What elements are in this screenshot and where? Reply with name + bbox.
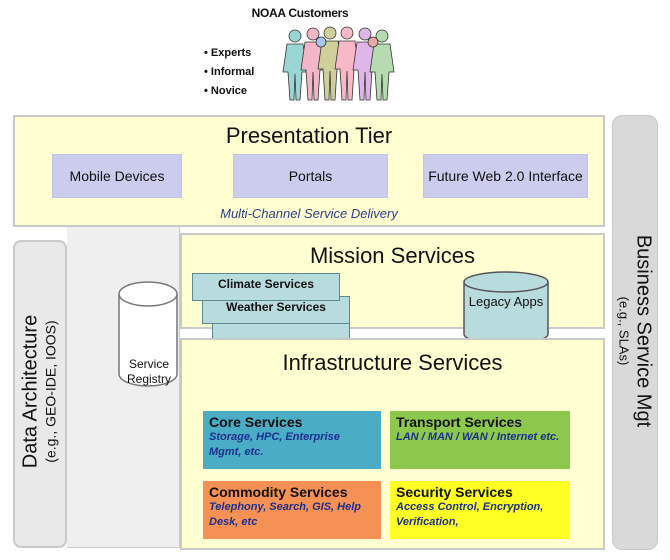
core-services-box: Core Services Storage, HPC, Enterprise M… — [203, 411, 381, 469]
business-service-text: Business Service Mgt (e.g., SLAs) — [617, 114, 655, 549]
data-architecture-title: Data Architecture — [19, 314, 42, 469]
portals-box: Portals — [233, 154, 388, 198]
core-services-desc: Storage, HPC, Enterprise Mgmt, etc. — [209, 431, 340, 458]
data-architecture-bar: Data Architecture (e.g., GEO-IDE, IOOS) — [13, 240, 67, 548]
business-service-title: Business Service Mgt — [632, 234, 655, 428]
mission-services-title: Mission Services — [309, 243, 476, 268]
data-architecture-subtitle: (e.g., GEO-IDE, IOOS) — [42, 320, 59, 463]
future-web-interface-box: Future Web 2.0 Interface — [423, 154, 588, 198]
customers-title: NOAA Customers — [251, 6, 349, 20]
business-service-subtitle: (e.g., SLAs) — [616, 296, 632, 366]
commodity-services-desc: Telephony, Search, GIS, Help Desk, etc — [209, 501, 362, 528]
people-group-icon — [282, 26, 395, 101]
mobile-devices-box: Mobile Devices — [52, 154, 182, 198]
legacy-apps-cylinder-icon — [463, 271, 549, 345]
legacy-apps-label: Legacy Apps — [468, 294, 544, 309]
service-registry-cylinder-icon — [118, 281, 178, 387]
customer-type-experts: Experts — [204, 44, 254, 63]
presentation-tier: Presentation Tier Mobile Devices Portals… — [13, 115, 605, 227]
security-services-desc: Access Control, Encryption, Verification… — [396, 501, 544, 528]
transport-services-title: Transport Services — [396, 414, 523, 430]
customer-types-list: Experts Informal Novice — [204, 44, 254, 101]
customer-type-novice: Novice — [204, 82, 254, 101]
core-services-title: Core Services — [209, 414, 303, 430]
business-service-mgt-bar: Business Service Mgt (e.g., SLAs) — [612, 115, 658, 550]
presentation-tier-title: Presentation Tier — [225, 123, 393, 148]
multi-channel-delivery-label: Multi-Channel Service Delivery — [220, 206, 398, 221]
security-services-title: Security Services — [396, 484, 513, 500]
registry-column — [67, 227, 180, 548]
transport-services-box: Transport Services LAN / MAN / WAN / Int… — [390, 411, 570, 469]
commodity-services-title: Commodity Services — [209, 484, 348, 500]
customer-type-informal: Informal — [204, 63, 254, 82]
infrastructure-services-title: Infrastructure Services — [282, 350, 503, 375]
data-architecture-text: Data Architecture (e.g., GEO-IDE, IOOS) — [20, 238, 59, 546]
security-services-box: Security Services Access Control, Encryp… — [390, 481, 570, 539]
commodity-services-box: Commodity Services Telephony, Search, GI… — [203, 481, 381, 539]
climate-services-box: Climate Services — [192, 273, 340, 301]
transport-services-desc: LAN / MAN / WAN / Internet etc. — [396, 431, 560, 443]
service-registry-label: Service Registry — [126, 357, 171, 386]
